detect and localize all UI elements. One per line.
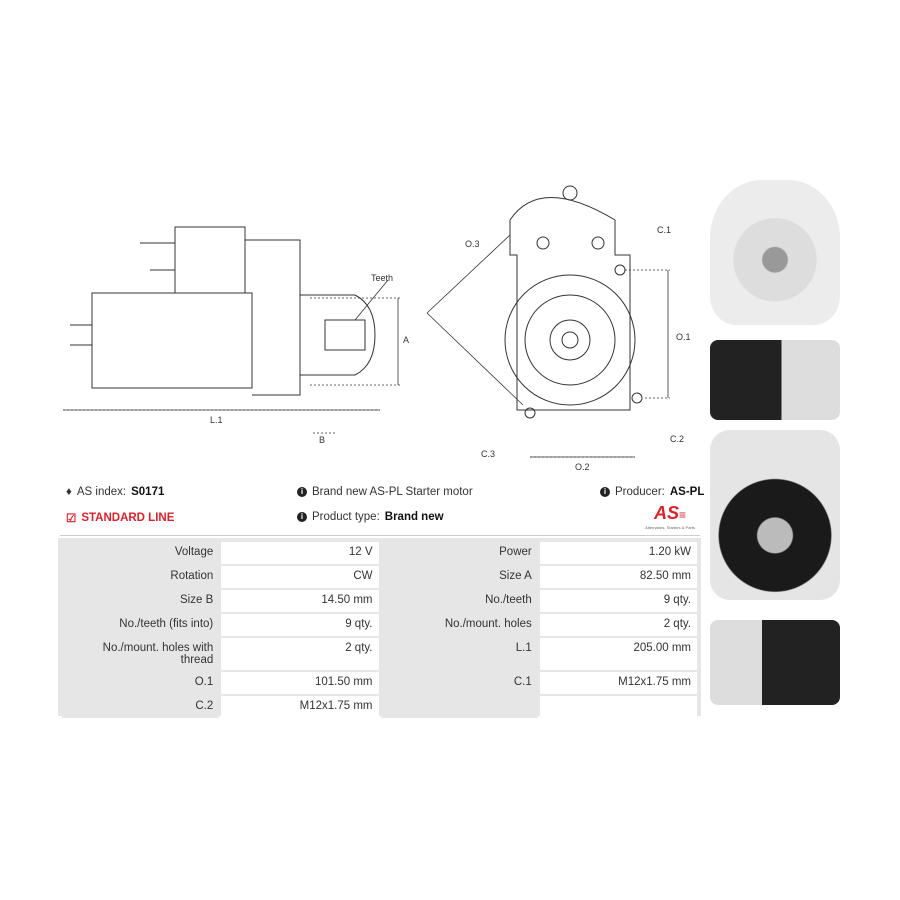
spec-label: O.1: [62, 672, 220, 694]
spec-label: C.2: [62, 696, 220, 718]
spec-value: 1.20 kW: [539, 542, 697, 564]
motor-body: [91, 292, 253, 389]
tag-icon: ♦: [66, 486, 72, 498]
spec-label: L.1: [380, 638, 538, 670]
label-o3: O.3: [465, 239, 480, 249]
spec-value: 205.00 mm: [539, 638, 697, 670]
label-teeth: Teeth: [371, 273, 393, 283]
spec-label: No./mount. holes: [380, 614, 538, 636]
spec-label: Voltage: [62, 542, 220, 564]
spec-value: 82.50 mm: [539, 566, 697, 588]
info-icon: i: [600, 487, 610, 497]
divider: [60, 535, 700, 536]
product-photo-rear[interactable]: [710, 430, 840, 600]
product-photo-side[interactable]: [710, 340, 840, 420]
info-icon: i: [297, 487, 307, 497]
description: i Brand new AS-PL Starter motor: [297, 486, 473, 498]
spec-value: 9 qty.: [539, 590, 697, 612]
spec-label: Size B: [62, 590, 220, 612]
producer-label: Producer:: [615, 486, 665, 498]
label-l1: L.1: [210, 415, 223, 425]
spec-label: No./mount. holes with thread: [62, 638, 220, 670]
product-type-value: Brand new: [384, 511, 444, 523]
standard-line-label: STANDARD LINE: [81, 512, 175, 524]
table-row: No./teeth (fits into)9 qty.No./mount. ho…: [62, 614, 697, 636]
spec-label: Rotation: [62, 566, 220, 588]
label-c3: C.3: [481, 449, 495, 459]
spec-label: No./teeth: [380, 590, 538, 612]
as-index-value: S0171: [131, 486, 165, 498]
label-c2: C.2: [670, 434, 684, 444]
label-b: B: [319, 435, 325, 445]
spec-value: 12 V: [221, 542, 379, 564]
as-pl-logo: AS≡ Alternators, Starters & Parts: [645, 503, 695, 530]
checkbox-icon: ☑: [66, 513, 77, 525]
spec-label: [380, 696, 538, 718]
info-icon: i: [297, 512, 307, 522]
spec-value: 101.50 mm: [221, 672, 379, 694]
product-type: i Product type: Brand new: [297, 511, 444, 523]
product-photo-front[interactable]: [710, 180, 840, 325]
label-o1: O.1: [676, 332, 691, 342]
producer: i Producer: AS-PL: [600, 486, 704, 498]
spec-label: Size A: [380, 566, 538, 588]
spec-value: CW: [221, 566, 379, 588]
label-o2: O.2: [575, 462, 590, 472]
spec-label: C.1: [380, 672, 538, 694]
spec-label: Power: [380, 542, 538, 564]
spec-value: 2 qty.: [221, 638, 379, 670]
label-a: A: [403, 335, 409, 345]
end-view-flange: [509, 197, 631, 411]
technical-drawing: Teeth A B L.1 O.3 C.1 O.1 C.2 C.3 O.2: [63, 185, 691, 472]
spec-value: M12x1.75 mm: [221, 696, 379, 718]
spec-value: M12x1.75 mm: [539, 672, 697, 694]
spec-value: 2 qty.: [539, 614, 697, 636]
spec-value: 9 qty.: [221, 614, 379, 636]
spec-value: [539, 696, 697, 718]
spec-value: 14.50 mm: [221, 590, 379, 612]
spec-label: No./teeth (fits into): [62, 614, 220, 636]
standard-line-badge: ☑ STANDARD LINE: [66, 511, 174, 525]
as-index: ♦ AS index: S0171: [66, 486, 164, 498]
product-photo-label[interactable]: [710, 620, 840, 705]
product-type-label: Product type:: [312, 511, 380, 523]
description-text: Brand new AS-PL Starter motor: [312, 486, 473, 498]
as-index-label: AS index:: [76, 486, 127, 498]
label-c1: C.1: [657, 225, 671, 235]
producer-value: AS-PL: [669, 486, 705, 498]
